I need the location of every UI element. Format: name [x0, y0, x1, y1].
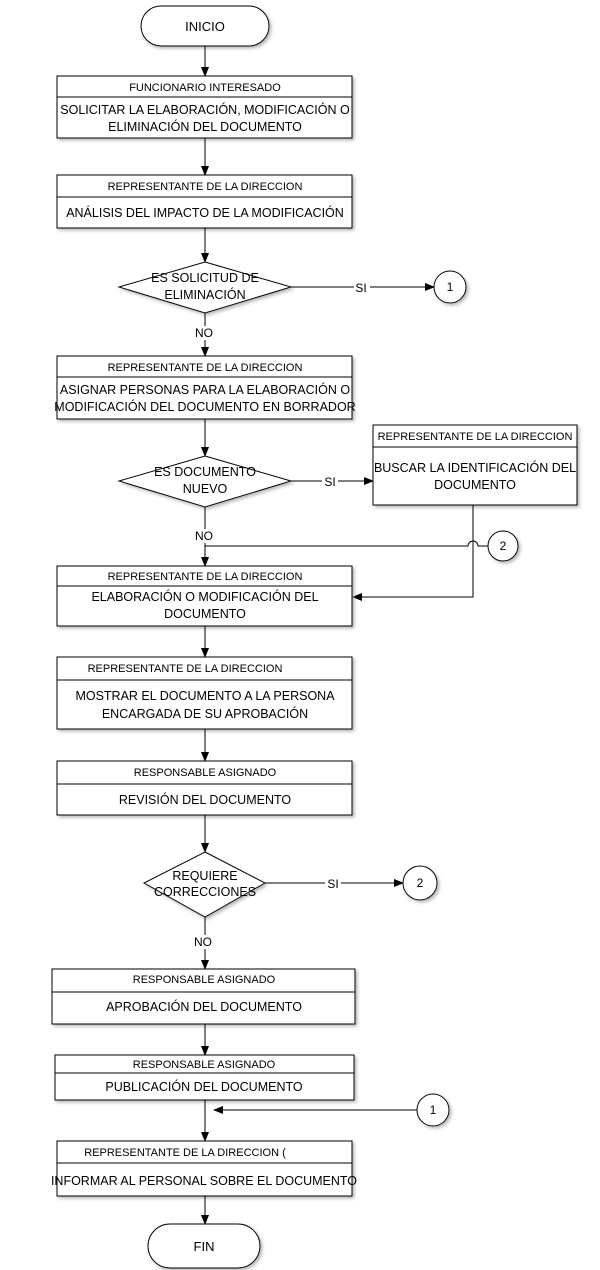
start-terminator: INICIO	[140, 5, 270, 47]
box-text: ENCARGADA DE SU APROBACIÓN	[102, 706, 308, 721]
box-text: DOCUMENTO	[164, 607, 246, 621]
connector-label: 2	[500, 539, 507, 553]
box-text: ASIGNAR PERSONAS PARA LA ELABORACIÓN O	[60, 382, 350, 397]
process-box-revision: RESPONSABLE ASIGNADO REVISIÓN DEL DOCUME…	[56, 760, 353, 816]
end-terminator: FIN	[147, 1223, 261, 1269]
process-box-informar: REPRESENTANTE DE LA DIRECCION ( INFORMAR…	[51, 1140, 357, 1197]
flow-arrow	[352, 505, 474, 601]
box-text: BUSCAR LA IDENTIFICACIÓN DEL	[374, 460, 576, 475]
yes-label: SI	[324, 475, 335, 489]
box-header: REPRESENTANTE DE LA DIRECCION	[108, 362, 303, 374]
connector-label: 2	[417, 876, 424, 890]
no-label: NO	[195, 326, 213, 340]
box-header: REPRESENTANTE DE LA DIRECCION	[108, 181, 303, 193]
box-text: ELABORACIÓN O MODIFICACIÓN DEL	[91, 589, 318, 604]
box-header: FUNCIONARIO INTERESADO	[129, 82, 281, 94]
box-header: REPRESENTANTE DE LA DIRECCION (	[84, 1147, 286, 1159]
decision-text: REQUIERE	[172, 869, 237, 883]
off-page-connector-2: 2	[487, 530, 519, 562]
decision-text: ES DOCUMENTO	[154, 465, 256, 479]
box-text: INFORMAR AL PERSONAL SOBRE EL DOCUMENTO	[51, 1174, 357, 1188]
decision-eliminacion: ES SOLICITUD DE ELIMINACIÓN	[117, 261, 293, 314]
decision-text: NUEVO	[183, 482, 228, 496]
process-box-analisis: REPRESENTANTE DE LA DIRECCION ANÁLISIS D…	[56, 174, 353, 229]
box-header: RESPONSABLE ASIGNADO	[134, 767, 277, 779]
off-page-connector-1: 1	[433, 270, 467, 304]
box-header: REPRESENTANTE DE LA DIRECCION	[108, 571, 303, 583]
process-box-aprobacion: RESPONSABLE ASIGNADO APROBACIÓN DEL DOCU…	[51, 968, 356, 1025]
box-header: RESPONSABLE ASIGNADO	[133, 974, 276, 986]
box-text: REVISIÓN DEL DOCUMENTO	[119, 792, 292, 807]
box-header: REPRESENTANTE DE LA DIRECCION	[88, 663, 283, 675]
connector-label: 1	[447, 280, 454, 294]
off-page-connector-1b: 1	[416, 1093, 450, 1127]
decision-nuevo: ES DOCUMENTO NUEVO	[117, 455, 293, 508]
yes-label: SI	[327, 877, 338, 891]
off-page-connector-2b: 2	[402, 865, 438, 901]
box-text: DOCUMENTO	[434, 478, 516, 492]
box-text: APROBACIÓN DEL DOCUMENTO	[106, 999, 302, 1014]
no-label: NO	[195, 529, 213, 543]
process-box-asignar: REPRESENTANTE DE LA DIRECCION ASIGNAR PE…	[54, 355, 356, 420]
process-box-buscar: REPRESENTANTE DE LA DIRECCION BUSCAR LA …	[372, 424, 578, 506]
process-box-publicacion: RESPONSABLE ASIGNADO PUBLICACIÓN DEL DOC…	[54, 1054, 355, 1101]
start-label: INICIO	[185, 19, 225, 34]
box-text: ELIMINACIÓN DEL DOCUMENTO	[108, 119, 302, 134]
box-header: RESPONSABLE ASIGNADO	[133, 1059, 276, 1071]
decision-correcciones: REQUIERE CORRECCIONES	[142, 851, 267, 918]
decision-text: ELIMINACIÓN	[164, 287, 245, 302]
box-text: MODIFICACIÓN DEL DOCUMENTO EN BORRADOR	[54, 399, 355, 414]
no-label: NO	[194, 935, 212, 949]
connector-label: 1	[430, 1103, 437, 1117]
box-text: PUBLICACIÓN DEL DOCUMENTO	[105, 1079, 303, 1094]
box-text: MOSTRAR EL DOCUMENTO A LA PERSONA	[75, 689, 335, 703]
process-box-elaboracion: REPRESENTANTE DE LA DIRECCION ELABORACIÓ…	[56, 565, 353, 627]
process-box-mostrar: REPRESENTANTE DE LA DIRECCION MOSTRAR EL…	[56, 656, 353, 730]
box-text: ANÁLISIS DEL IMPACTO DE LA MODIFICACIÓN	[66, 205, 344, 220]
decision-text: CORRECCIONES	[154, 885, 256, 899]
connector-2-line	[205, 540, 488, 547]
end-label: FIN	[194, 1239, 215, 1254]
yes-label: SI	[355, 281, 366, 295]
decision-text: ES SOLICITUD DE	[151, 271, 259, 285]
process-box-solicitar: FUNCIONARIO INTERESADO SOLICITAR LA ELAB…	[56, 75, 353, 139]
box-header: REPRESENTANTE DE LA DIRECCION	[378, 431, 573, 443]
box-text: SOLICITAR LA ELABORACIÓN, MODIFICACIÓN O	[60, 102, 350, 117]
